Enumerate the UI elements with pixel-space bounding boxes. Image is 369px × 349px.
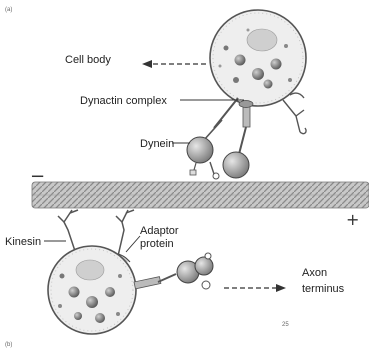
- kinesin-heads: [134, 253, 213, 289]
- arrow-to-cell-body: [142, 60, 206, 68]
- vesicle-top: [210, 10, 306, 106]
- receptor-top: [283, 93, 306, 134]
- leader-adaptor: [126, 236, 140, 252]
- label-axon-line1: Axon: [302, 267, 327, 279]
- label-axon-line2: terminus: [302, 283, 345, 295]
- label-cell-body: Cell body: [65, 54, 111, 66]
- plus-end-sign: +: [346, 210, 359, 229]
- label-dynactin-complex: Dynactin complex: [80, 95, 167, 107]
- label-dynein: Dynein: [140, 138, 174, 150]
- label-kinesin: Kinesin: [5, 236, 41, 248]
- label-adaptor-line2: protein: [140, 238, 174, 250]
- label-adaptor-line1: Adaptor: [140, 225, 179, 237]
- microtubule: [32, 182, 369, 208]
- page-mark: 25: [282, 322, 289, 328]
- arrow-to-axon-terminus: [224, 284, 286, 292]
- vesicle-bottom: [48, 246, 136, 334]
- dynactin-complex: [239, 101, 253, 128]
- dynein-motor: [187, 98, 249, 179]
- corner-label-bottom: (b): [5, 342, 12, 348]
- corner-label-top: (a): [5, 7, 12, 13]
